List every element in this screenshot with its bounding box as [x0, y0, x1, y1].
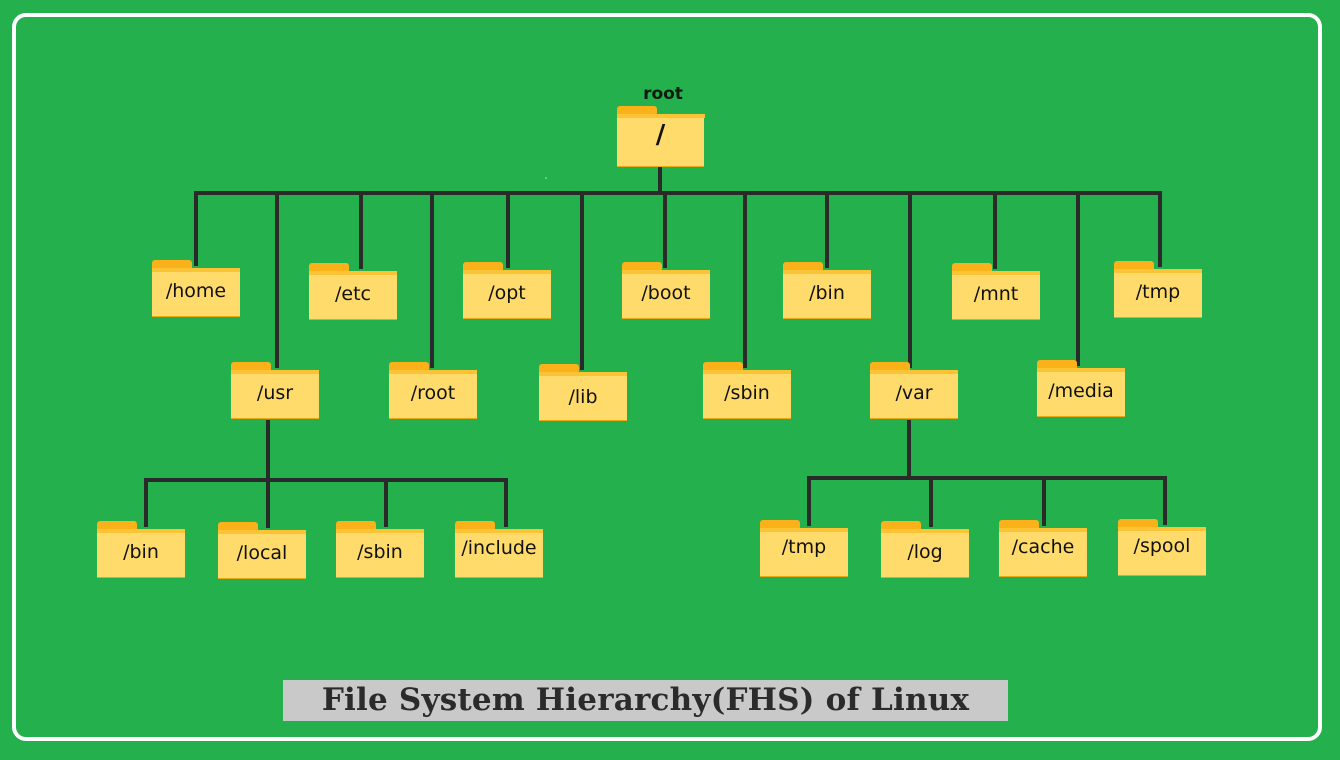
- folder-mnt[interactable]: /mnt: [952, 263, 1040, 319]
- folder-var-tmp[interactable]: /tmp: [760, 520, 848, 576]
- folder-usr-include[interactable]: /include: [455, 521, 543, 577]
- folder-label: /mnt: [973, 283, 1019, 305]
- folder-label: /var: [895, 382, 933, 404]
- folder-media[interactable]: /media: [1037, 360, 1125, 416]
- folder-label: /bin: [123, 541, 159, 563]
- folder-label: /include: [461, 537, 537, 559]
- folder-usr-local[interactable]: /local: [218, 522, 306, 578]
- folder-var-spool[interactable]: /spool: [1118, 519, 1206, 575]
- folder-label: /media: [1048, 380, 1114, 402]
- folder-root-slash[interactable]: /: [617, 106, 705, 166]
- folder-opt[interactable]: /opt: [463, 262, 551, 318]
- folder-label: /home: [165, 280, 227, 302]
- folder-label: /sbin: [724, 382, 770, 404]
- folder-lib[interactable]: /lib: [539, 364, 627, 420]
- folder-label: /: [655, 120, 666, 150]
- folder-label: /log: [907, 541, 943, 563]
- folder-label: /etc: [335, 283, 371, 305]
- folder-label: /boot: [641, 282, 691, 304]
- folder-etc[interactable]: /etc: [309, 263, 397, 319]
- folder-var-cache[interactable]: /cache: [999, 520, 1087, 576]
- root-caption: root: [643, 84, 683, 104]
- folder-label: /local: [236, 542, 288, 564]
- title-banner: File System Hierarchy(FHS) of Linux: [283, 680, 1008, 721]
- stray-dot: [545, 177, 547, 179]
- folder-root-dir[interactable]: /root: [389, 362, 477, 418]
- folder-label: /tmp: [1135, 281, 1181, 303]
- folder-sbin[interactable]: /sbin: [703, 362, 791, 418]
- folder-label: /usr: [256, 382, 294, 404]
- folder-label: /opt: [488, 282, 526, 304]
- folder-label: /cache: [1011, 536, 1075, 558]
- folder-label: /tmp: [781, 536, 827, 558]
- folder-usr[interactable]: /usr: [231, 362, 319, 418]
- folder-tmp[interactable]: /tmp: [1114, 261, 1202, 317]
- folder-boot[interactable]: /boot: [622, 262, 710, 318]
- folder-bin[interactable]: /bin: [783, 262, 871, 318]
- folder-label: /sbin: [357, 541, 403, 563]
- folder-var[interactable]: /var: [870, 362, 958, 418]
- folder-label: /bin: [809, 282, 845, 304]
- folder-label: /spool: [1133, 535, 1191, 557]
- folder-label: /lib: [568, 386, 598, 408]
- folder-usr-bin[interactable]: /bin: [97, 521, 185, 577]
- diagram-title: File System Hierarchy(FHS) of Linux: [321, 682, 970, 718]
- folder-usr-sbin[interactable]: /sbin: [336, 521, 424, 577]
- folder-home[interactable]: /home: [152, 260, 240, 316]
- folder-var-log[interactable]: /log: [881, 521, 969, 577]
- folder-label: /root: [410, 382, 456, 404]
- white-border-frame: [12, 13, 1322, 741]
